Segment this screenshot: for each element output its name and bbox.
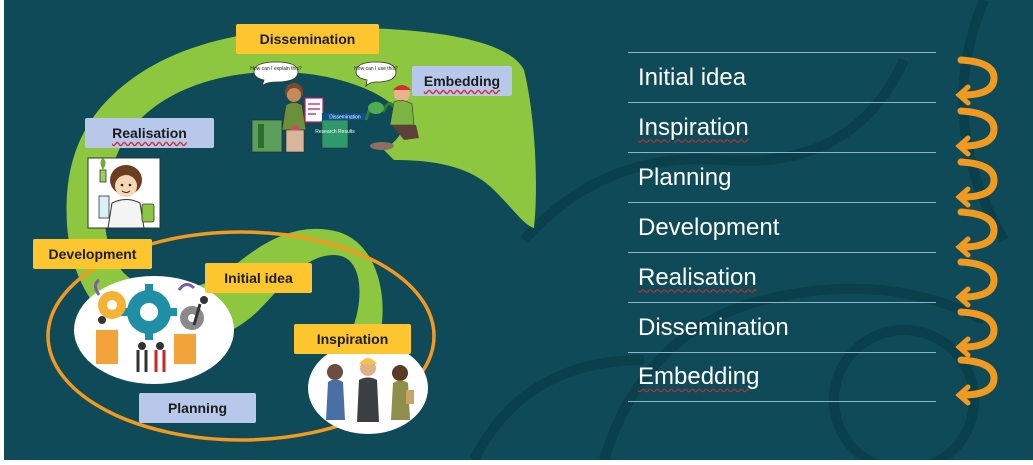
label-realisation: Realisation — [85, 118, 214, 148]
background-pattern — [469, 0, 1009, 460]
bubble-2-text: How can I use this? — [354, 66, 398, 72]
u-turn-arrows — [955, 56, 998, 406]
orange-ellipse — [46, 230, 436, 442]
diagram-canvas: How can I explain this? Research Results… — [46, 0, 1009, 460]
stage-list-item: Planning — [628, 152, 936, 202]
stage-list-label: Initial idea — [638, 63, 747, 91]
label-planning: Planning — [139, 393, 256, 423]
label-initial-idea: Initial idea — [205, 263, 312, 293]
stage-list-label: Dissemination — [638, 313, 789, 341]
stage-list-item: Inspiration — [628, 102, 936, 152]
u-turn-arrow-icon — [955, 107, 998, 157]
label-dissemination: Dissemination — [236, 24, 379, 54]
presenter-illustration: How can I explain this? Research Results… — [250, 61, 368, 153]
stage-list-label: Embedding — [638, 363, 760, 390]
u-turn-arrow-icon — [955, 356, 998, 406]
stage-list-item: Embedding — [628, 352, 936, 402]
label-inspiration: Inspiration — [294, 324, 411, 354]
u-turn-arrow-icon — [955, 208, 998, 258]
stage-list-item: Initial idea — [628, 52, 936, 102]
stage-list-item: Dissemination — [628, 302, 936, 352]
people-group-illustration — [308, 342, 428, 434]
u-turn-arrow-icon — [955, 308, 998, 358]
stage-list-label: Development — [638, 213, 780, 241]
gears-team-illustration — [74, 276, 234, 384]
label-embedding: Embedding — [412, 66, 512, 96]
u-turn-arrow-icon — [955, 258, 998, 308]
bubble-1-text: How can I explain this? — [250, 66, 302, 72]
poster-text: Research Results — [315, 129, 355, 135]
stage-list-label: Planning — [638, 163, 732, 191]
stage-list: Initial idea Inspiration Planning Develo… — [628, 52, 936, 402]
label-development: Development — [33, 239, 152, 269]
scientist-icon — [87, 157, 161, 229]
stage-list-label: Realisation — [638, 263, 757, 291]
u-turn-arrow-icon — [955, 158, 998, 208]
sign-text: Dissemination — [329, 115, 361, 121]
stage-list-label: Inspiration — [638, 113, 749, 141]
stage-list-item: Development — [628, 202, 936, 252]
u-turn-arrow-icon — [955, 56, 998, 106]
stage-list-item: Realisation — [628, 252, 936, 302]
slide: How can I explain this? Research Results… — [4, 0, 1033, 460]
gardener-illustration: How can I use this? — [354, 61, 419, 150]
